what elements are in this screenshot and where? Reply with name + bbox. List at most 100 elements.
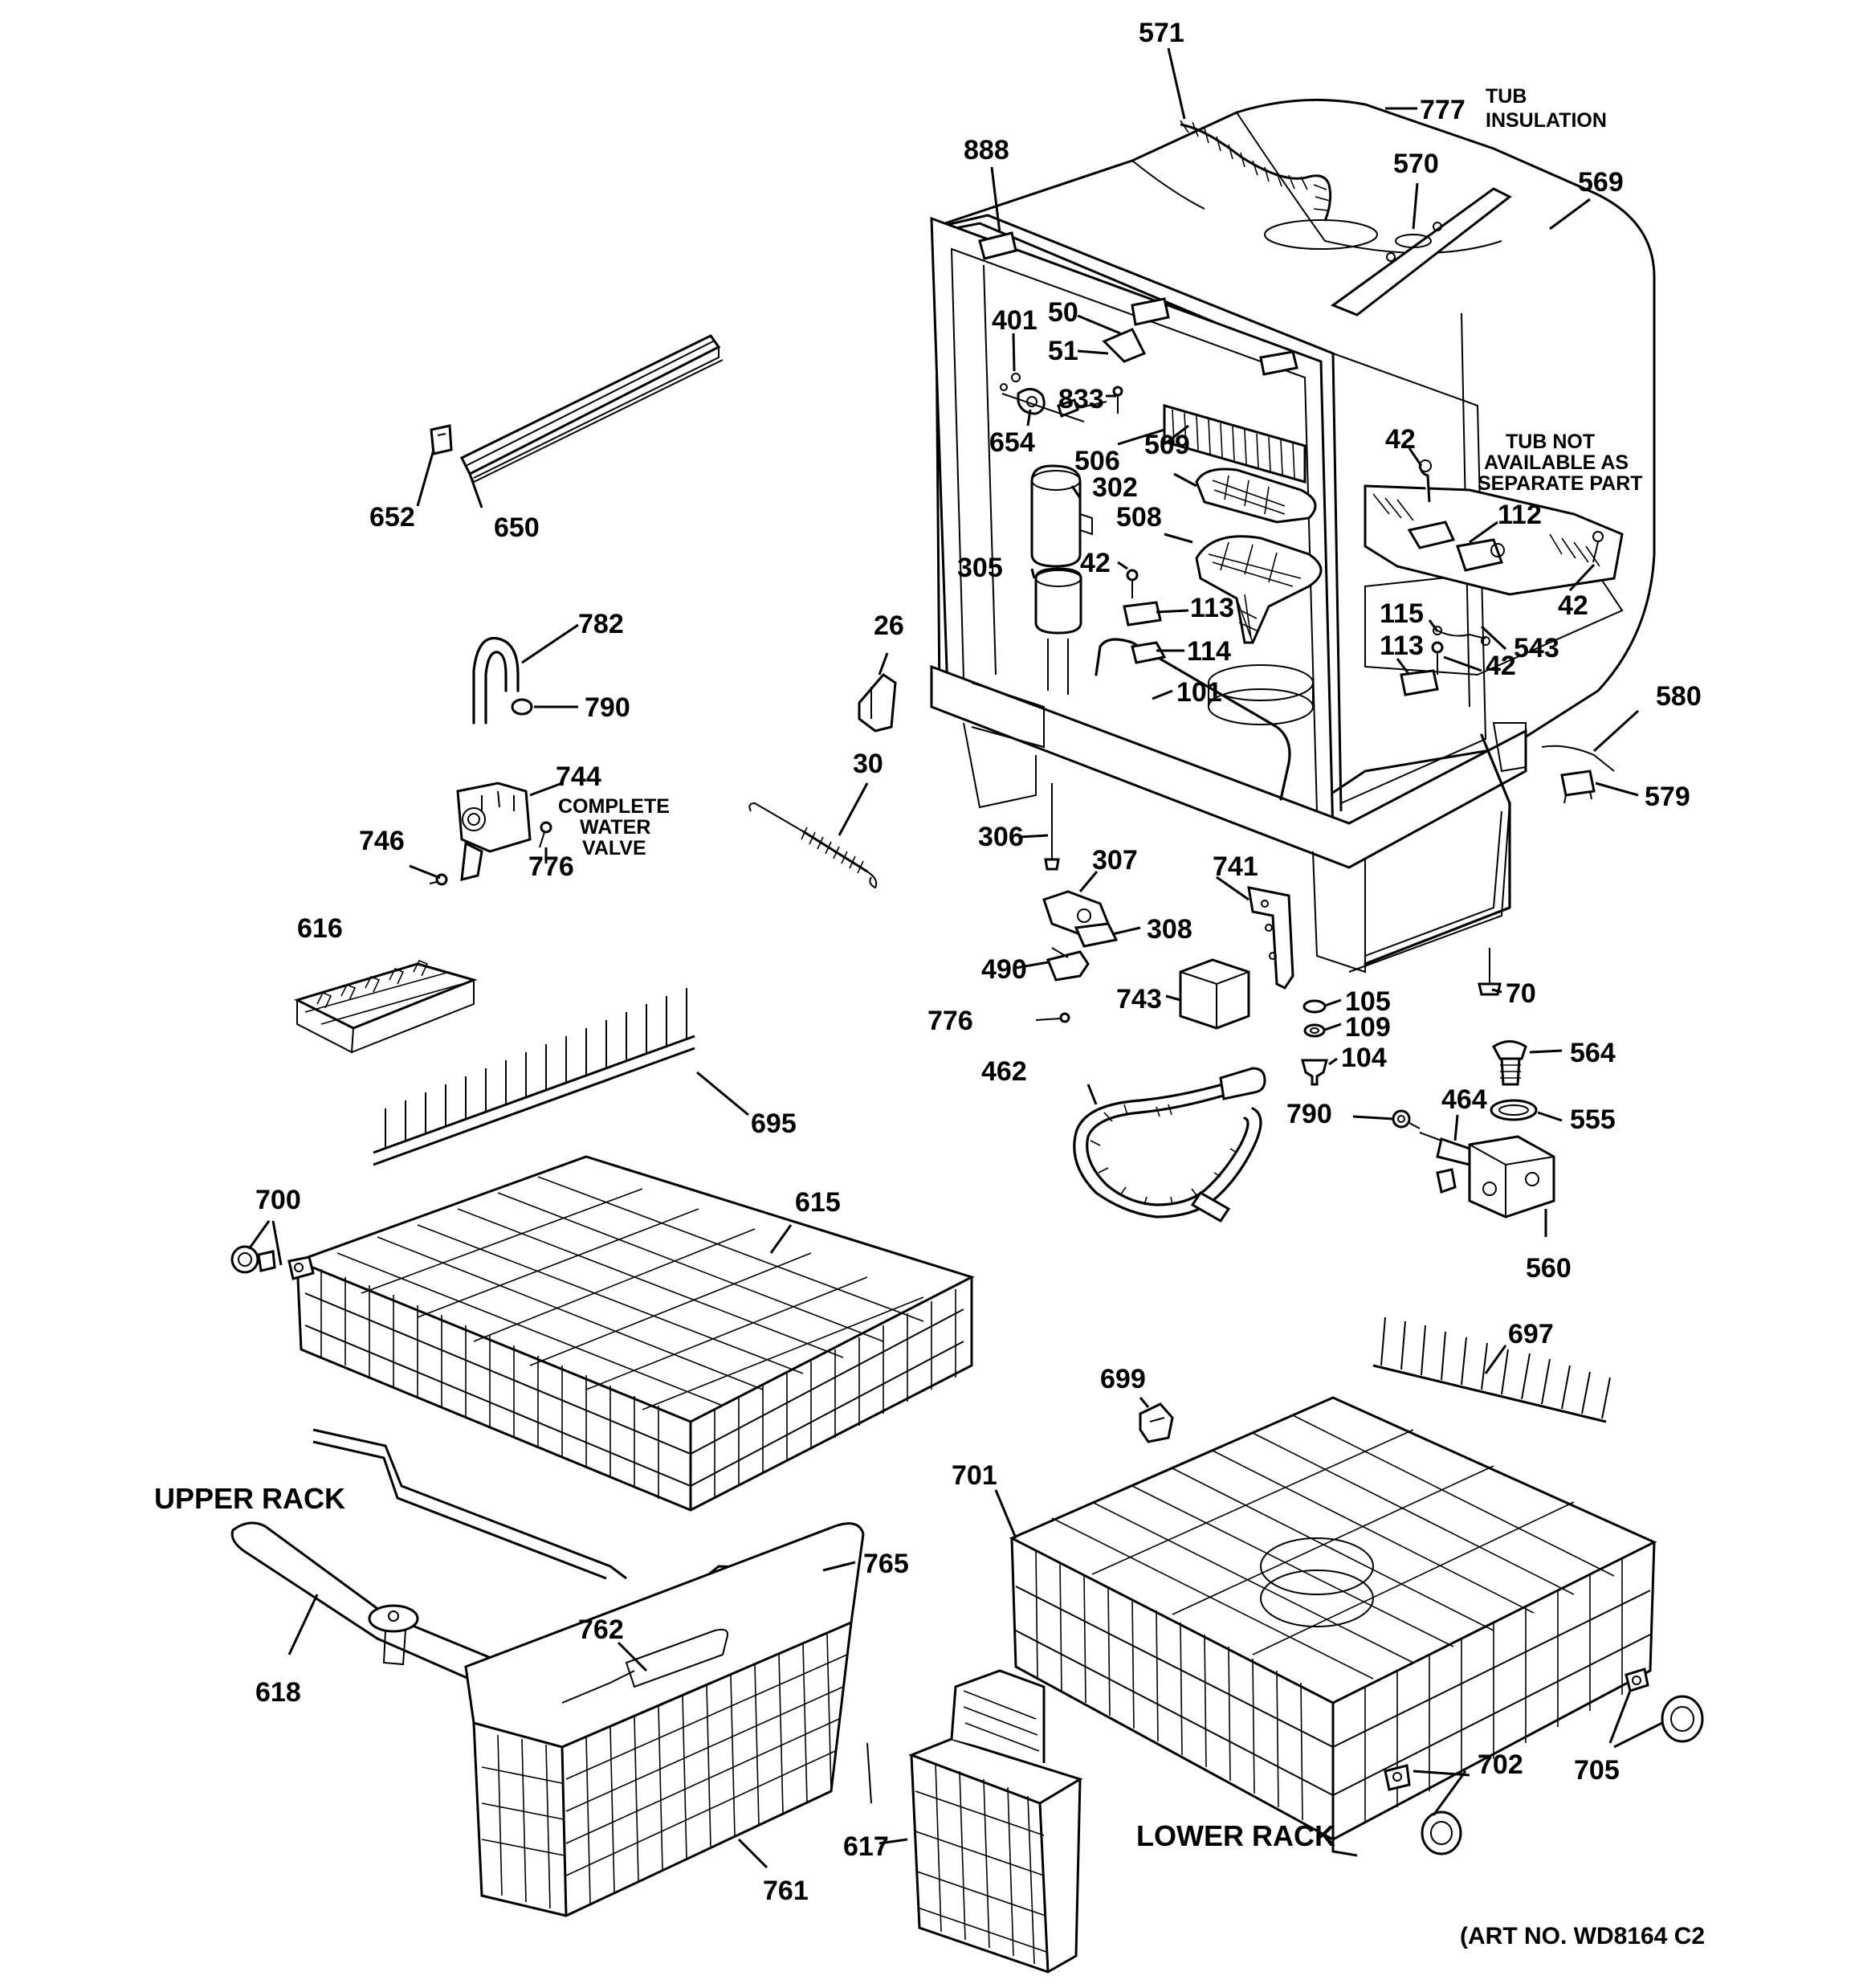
caption-744-line2: WATER [580, 816, 650, 839]
label-765: 765 [863, 1549, 909, 1579]
label-306: 306 [978, 822, 1024, 852]
label-543: 543 [1514, 633, 1559, 663]
note-tub-line2: AVAILABLE AS [1484, 451, 1629, 474]
label-555: 555 [1570, 1104, 1616, 1135]
label-109: 109 [1345, 1012, 1391, 1043]
label-790a: 790 [585, 692, 630, 723]
hinge-piece [293, 959, 478, 1054]
leveling-leg [1478, 948, 1502, 996]
hinge-brackets [978, 231, 1298, 376]
base-brackets-right [1123, 569, 1490, 696]
float-switch-parts [1042, 783, 1119, 982]
label-570: 570 [1393, 149, 1439, 179]
label-650: 650 [494, 512, 540, 543]
section-lower-rack: LOWER RACK [1136, 1819, 1335, 1852]
upper-rack-rollers [230, 1245, 315, 1280]
label-560: 560 [1526, 1253, 1572, 1284]
label-564: 564 [1570, 1038, 1616, 1068]
label-569: 569 [1578, 167, 1624, 198]
label-695: 695 [751, 1108, 797, 1139]
label-571: 571 [1139, 18, 1184, 48]
lower-rack-tines [1372, 1316, 1611, 1423]
label-579: 579 [1645, 782, 1690, 812]
label-26: 26 [874, 610, 904, 641]
lower-rack-rollers-rear [1625, 1668, 1704, 1743]
label-777: 777 [1420, 95, 1466, 125]
label-580: 580 [1656, 681, 1702, 712]
label-701: 701 [952, 1460, 997, 1491]
label-617: 617 [843, 1831, 889, 1862]
upper-rack [293, 1155, 975, 1580]
seal-clip [430, 424, 453, 455]
label-114: 114 [1187, 636, 1231, 667]
drain-pump [1419, 1132, 1555, 1219]
detergent-cup [1195, 535, 1323, 644]
detergent-grille [1195, 467, 1317, 524]
water-valve [456, 782, 552, 881]
label-70: 70 [1506, 978, 1536, 1009]
label-490: 490 [981, 954, 1027, 985]
part-labels: 571 777 TUB INSULATION 888 570 569 401 5… [154, 18, 1705, 1949]
pump-parts [1490, 1040, 1538, 1121]
silverware-basket-small [907, 1669, 1083, 1974]
label-115: 115 [1380, 598, 1424, 629]
label-776a: 776 [528, 851, 574, 882]
upper-rack-tines [373, 988, 695, 1166]
note-tub-line1: TUB NOT [1506, 431, 1595, 453]
screw-776 [1035, 1012, 1070, 1023]
label-616: 616 [297, 913, 343, 944]
label-700: 700 [255, 1185, 301, 1215]
lower-rack [1009, 1396, 1657, 1857]
label-51: 51 [1048, 336, 1078, 366]
label-833: 833 [1058, 384, 1104, 414]
label-462: 462 [981, 1056, 1027, 1087]
drain-hose [1073, 1067, 1266, 1223]
label-654: 654 [989, 427, 1035, 458]
lower-rack-clip [1139, 1402, 1174, 1443]
dispenser-cylinders [1030, 464, 1093, 695]
section-upper-rack: UPPER RACK [154, 1482, 345, 1515]
label-746: 746 [359, 826, 405, 856]
door-seal-strip [459, 334, 724, 484]
washers [1301, 999, 1328, 1086]
label-652: 652 [369, 502, 415, 533]
label-762: 762 [578, 1614, 624, 1645]
small-fasteners-a [1000, 373, 1123, 423]
label-302: 302 [1092, 472, 1138, 503]
lower-rack-rollers-front [1384, 1764, 1462, 1855]
label-615: 615 [795, 1187, 841, 1218]
caption-744-line1: COMPLETE [558, 795, 670, 818]
door-clip [858, 673, 897, 733]
door-spring [748, 802, 878, 889]
label-308: 308 [1147, 914, 1192, 945]
label-113a: 113 [1190, 593, 1234, 623]
label-697: 697 [1508, 1319, 1554, 1349]
label-506: 506 [1074, 446, 1120, 476]
label-112: 112 [1498, 500, 1542, 530]
label-790b: 790 [1286, 1099, 1332, 1129]
label-776b: 776 [927, 1006, 973, 1036]
label-104: 104 [1341, 1043, 1387, 1073]
manifold-assembly [1364, 459, 1624, 596]
inlet-tube [472, 636, 533, 725]
label-42d: 42 [1486, 651, 1516, 681]
label-741: 741 [1213, 851, 1258, 882]
label-42b: 42 [1385, 424, 1416, 455]
label-705: 705 [1574, 1755, 1620, 1786]
label-401: 401 [992, 305, 1037, 336]
label-305: 305 [957, 553, 1003, 583]
label-509: 509 [1144, 430, 1190, 460]
label-307: 307 [1092, 845, 1138, 876]
label-50: 50 [1048, 297, 1078, 328]
label-702: 702 [1478, 1749, 1523, 1780]
label-105: 105 [1345, 986, 1391, 1017]
latch-parts-right [1541, 745, 1615, 804]
label-30: 30 [853, 749, 883, 779]
label-618: 618 [255, 1677, 301, 1708]
label-464: 464 [1441, 1084, 1487, 1115]
label-782: 782 [578, 609, 624, 639]
tub-insulation-coil [1180, 120, 1332, 222]
label-761: 761 [763, 1876, 809, 1906]
caption-744-line3: VALVE [582, 837, 646, 859]
